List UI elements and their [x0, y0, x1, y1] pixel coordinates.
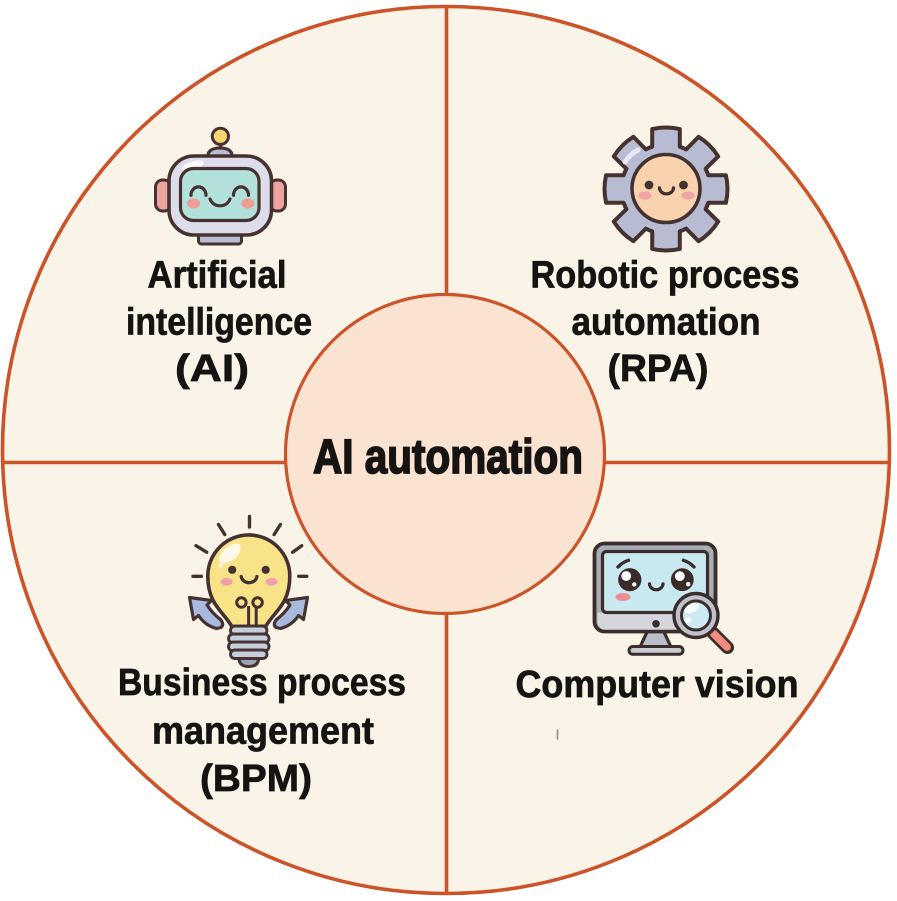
svg-text:Robotic process: Robotic process: [531, 255, 800, 297]
svg-text:(RPA): (RPA): [608, 348, 709, 390]
svg-text:intelligence: intelligence: [126, 302, 312, 344]
svg-text:(BPM): (BPM): [200, 758, 312, 800]
svg-text:AI automation: AI automation: [313, 431, 583, 484]
svg-text:management: management: [152, 711, 374, 753]
svg-text:Business process: Business process: [118, 662, 406, 704]
svg-text:Computer vision: Computer vision: [516, 664, 799, 706]
svg-text:Artificial: Artificial: [148, 255, 287, 297]
svg-text:(AI): (AI): [175, 348, 249, 390]
svg-text:automation: automation: [572, 302, 761, 344]
